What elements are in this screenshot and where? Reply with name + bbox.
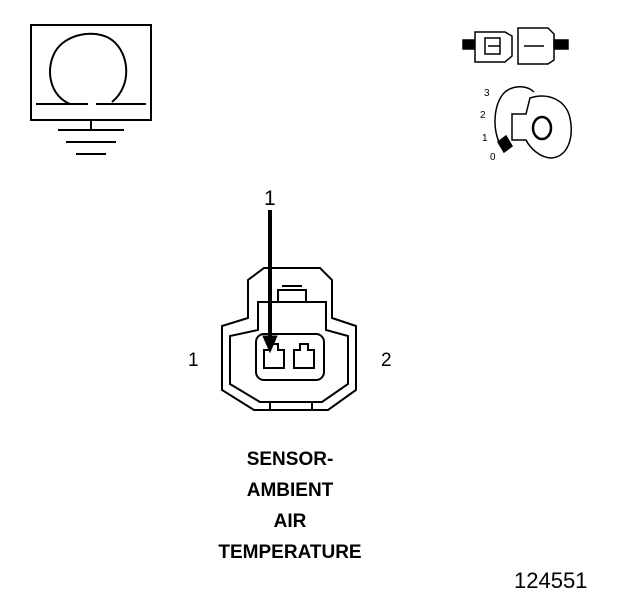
ignition-key-icon [494, 86, 572, 159]
caption-line-4: TEMPERATURE [218, 542, 362, 563]
pointer-label: 1 [264, 187, 276, 210]
pin-pointer-arrow [262, 210, 278, 354]
caption-line-1: SENSOR- [246, 449, 334, 470]
key-position-3: 3 [484, 88, 490, 99]
ohm-box [30, 24, 152, 121]
key-position-0: 0 [490, 152, 496, 163]
key-position-2: 2 [480, 110, 486, 121]
pin-2-label: 2 [381, 350, 392, 371]
ground-icon [58, 120, 124, 155]
caption-line-3: AIR [273, 511, 307, 532]
disconnect-connector-icon [462, 27, 569, 65]
pin-1-label: 1 [188, 350, 199, 371]
connector-face [221, 267, 357, 411]
figure-id: 124551 [514, 568, 588, 593]
ohm-glyph: Ω [84, 60, 85, 61]
caption-line-2: AMBIENT [246, 480, 334, 501]
key-position-1: 1 [482, 133, 488, 144]
